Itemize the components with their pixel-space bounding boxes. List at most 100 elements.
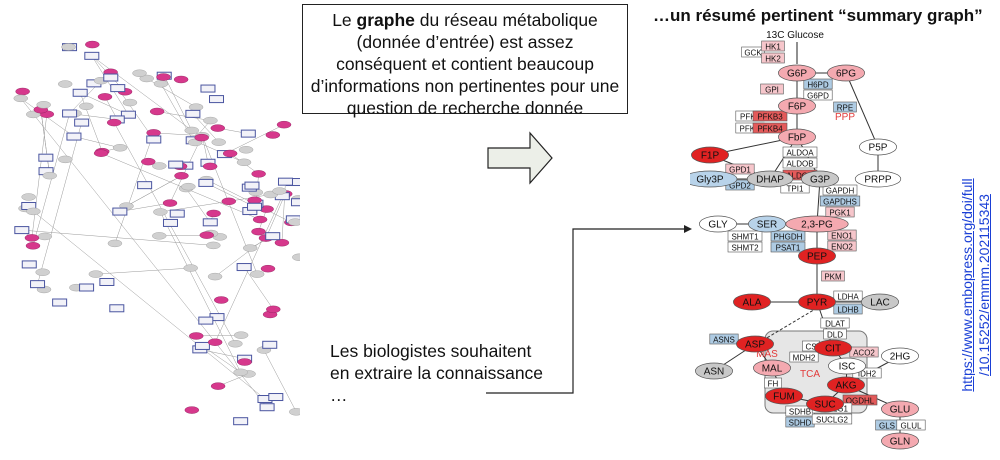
metabolite-lac: LAC [861,293,899,311]
network-node-box [109,304,125,313]
doi-link[interactable]: https://www.embopress.org/doi/full/10.15… [959,178,993,391]
enzyme-box [741,46,765,58]
enzyme-pfkb4: PFKB4 [752,122,788,133]
enzyme-pgk1: PGK1 [825,206,855,218]
enzyme-box [761,40,785,52]
enzyme-box [827,240,857,252]
metabolite-ellipse [861,293,899,311]
enzyme-fh: FH [764,377,782,389]
enzyme-aldob: ALDOB [782,157,818,168]
metabolite-text: AKG [835,381,856,392]
enzyme-box [760,83,784,95]
network-node-gray [36,101,51,109]
metabolite-asp: ASP [736,335,774,353]
metabolite-text: PEP [807,252,827,263]
enzyme-text: RPE [837,103,853,112]
enzyme-text: IDH2 [858,369,877,378]
metabolite-ellipse [778,128,816,146]
enzyme-gpi: GPI [760,83,784,95]
metabolite-text: SUC [814,400,835,411]
network-node-magenta [221,197,236,206]
metabolite-text: P5P [869,143,888,154]
enzyme-box [833,101,857,113]
network-node-magenta [194,133,209,142]
enzyme-text: ENO2 [831,242,853,251]
network-node-gray [35,268,50,276]
enzyme-text: ENO1 [831,231,853,240]
network-node-gray [26,207,41,216]
metabolite-ellipse [827,376,865,394]
elbow-arrow [486,228,684,394]
glucose-label: 13C Glucose [766,30,824,41]
network-node-box [110,84,126,93]
enzyme-box [727,230,763,242]
network-node-box [52,298,68,307]
network-node-box [194,341,210,350]
network-edge [40,109,50,176]
network-edge [126,175,182,207]
network-node-gray [152,232,167,240]
enzyme-box [833,290,863,302]
network-node-gray [289,408,300,416]
big-right-arrow [487,131,553,185]
network-node-gray [206,241,221,250]
network-node-magenta [93,149,109,157]
network-node-box [74,118,90,127]
metabolite-asn: ASN [695,362,733,380]
metabolite-ellipse [806,395,844,413]
network-node-box [137,181,153,190]
summary-graph-title: …un résumé pertinent “summary graph” [653,6,983,25]
network-node-gray [107,239,123,248]
enzyme-shmt1: SHMT1 [727,230,763,242]
network-node-gray [211,138,226,146]
network-edge [91,55,129,115]
network-node-box [120,110,136,119]
network-node-magenta [251,170,266,178]
enzyme-text: G6PD [807,91,829,100]
network-node-gray [183,264,198,272]
network-edge [202,345,241,373]
enzyme-box [825,206,855,218]
network-node-magenta [189,332,204,340]
network-node-magenta [251,227,266,236]
metabolite-ellipse [753,359,791,377]
enzyme-text: SHMT2 [731,243,759,252]
network-node-magenta [141,157,156,166]
network-node-gray [13,94,28,103]
metabolite-g3p: G3P [801,170,839,188]
network-node-box [236,263,252,272]
enzyme-gapdhs: GAPDHS [819,195,861,206]
metabolite-23pg: 2,3-PG [785,215,849,233]
network-node-box [38,153,54,162]
network-node-gray [57,80,73,88]
metabolite-text: GLN [890,437,911,448]
enzyme-text: ALDOA [786,148,814,157]
enzyme-text: SDHB [789,407,811,416]
doi-link-container: https://www.embopress.org/doi/full/10.15… [958,170,994,400]
network-node-gray [132,69,147,77]
enzyme-text: SHMT1 [731,232,759,241]
network-node-box [268,393,284,402]
metabolite-text: F1P [701,151,720,162]
network-edge [185,188,211,223]
summary-pathway-diagram: 13C GlucosePPPMASTCAGCKHK1HK2GPIH6PDG6PD… [690,30,926,450]
enzyme-box [811,413,853,425]
metabolite-6pg: 6PG [827,64,865,82]
graph-description-pre: Le [332,10,357,30]
metabolite-text: 6PG [836,69,856,80]
enzyme-suclg2: SUCLG2 [811,413,853,425]
enzyme-box [849,346,879,358]
enzyme-text: ALDOC [786,171,814,180]
network-node-gray [61,43,76,51]
metabolite-ellipse [699,215,737,233]
enzyme-phgdh: PHGDH [770,230,806,241]
metabolite-ellipse [733,293,771,311]
metabolite-text: PRPP [864,175,892,186]
enzyme-gck: GCK [741,46,765,58]
metabolite-ellipse [746,170,794,188]
metabolite-ser: SER [748,215,786,233]
enzyme-box [727,241,763,253]
network-edge [21,229,214,246]
enzyme-tpi1: TPI1 [780,182,810,193]
network-node-box [112,207,128,216]
